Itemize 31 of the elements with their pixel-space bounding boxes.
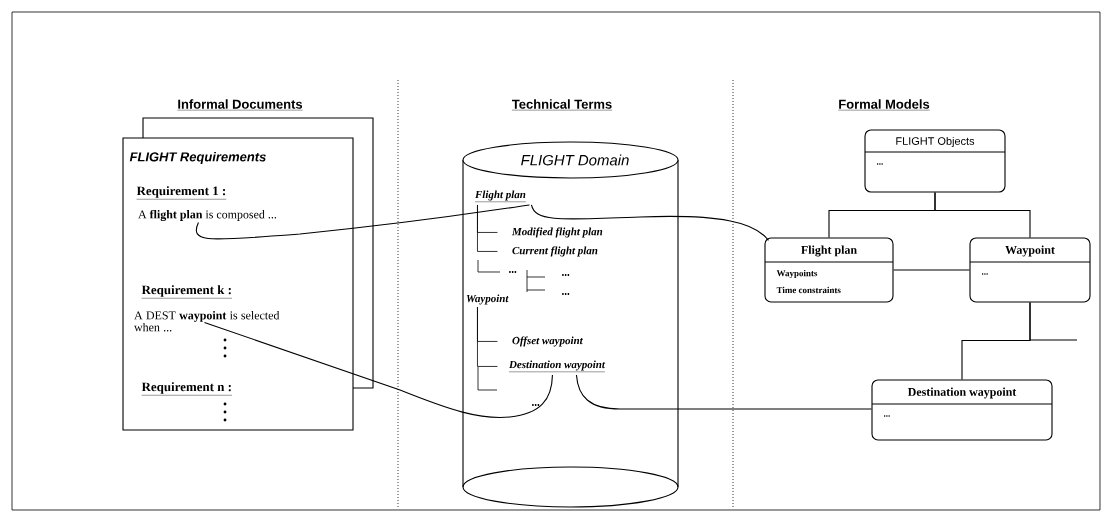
requirement-heading: Requirement k : — [141, 285, 233, 299]
column-heading: Formal Models — [838, 99, 930, 111]
class-box: FLIGHT Objects ... — [864, 129, 1006, 193]
connector — [934, 192, 1031, 238]
sentence: A DEST waypoint is selected when ... — [134, 311, 280, 332]
ellipsis: ... — [562, 293, 570, 295]
ellipsis: ... — [509, 271, 517, 273]
ellipsis: ... — [532, 404, 540, 406]
connector — [1029, 302, 1078, 341]
connector — [195, 204, 530, 240]
class-box: Flight plan Waypoints Time constraints — [764, 237, 894, 303]
connector — [530, 204, 769, 241]
term: Waypoint — [466, 294, 509, 305]
term: Current flight plan — [512, 246, 598, 257]
class-box: Destination waypoint ... — [871, 379, 1053, 441]
connector — [477, 306, 498, 367]
class-box: Waypoint ... — [969, 237, 1091, 303]
connector — [203, 321, 553, 419]
term: Destination waypoint — [508, 360, 606, 372]
term: Flight plan — [474, 190, 527, 202]
term: Offset waypoint — [512, 336, 583, 347]
requirement-heading: Requirement 1 : — [136, 186, 227, 200]
sentence: A flight plan is composed ... — [138, 209, 277, 221]
ellipsis: ... — [562, 274, 570, 276]
connector — [893, 269, 970, 271]
connector — [575, 374, 872, 410]
connector — [477, 204, 498, 252]
term: Modified flight plan — [511, 227, 603, 238]
requirement-heading: Requirement n : — [141, 382, 233, 396]
column-heading: Technical Terms — [511, 99, 613, 111]
column-heading: Informal Documents — [177, 99, 303, 111]
